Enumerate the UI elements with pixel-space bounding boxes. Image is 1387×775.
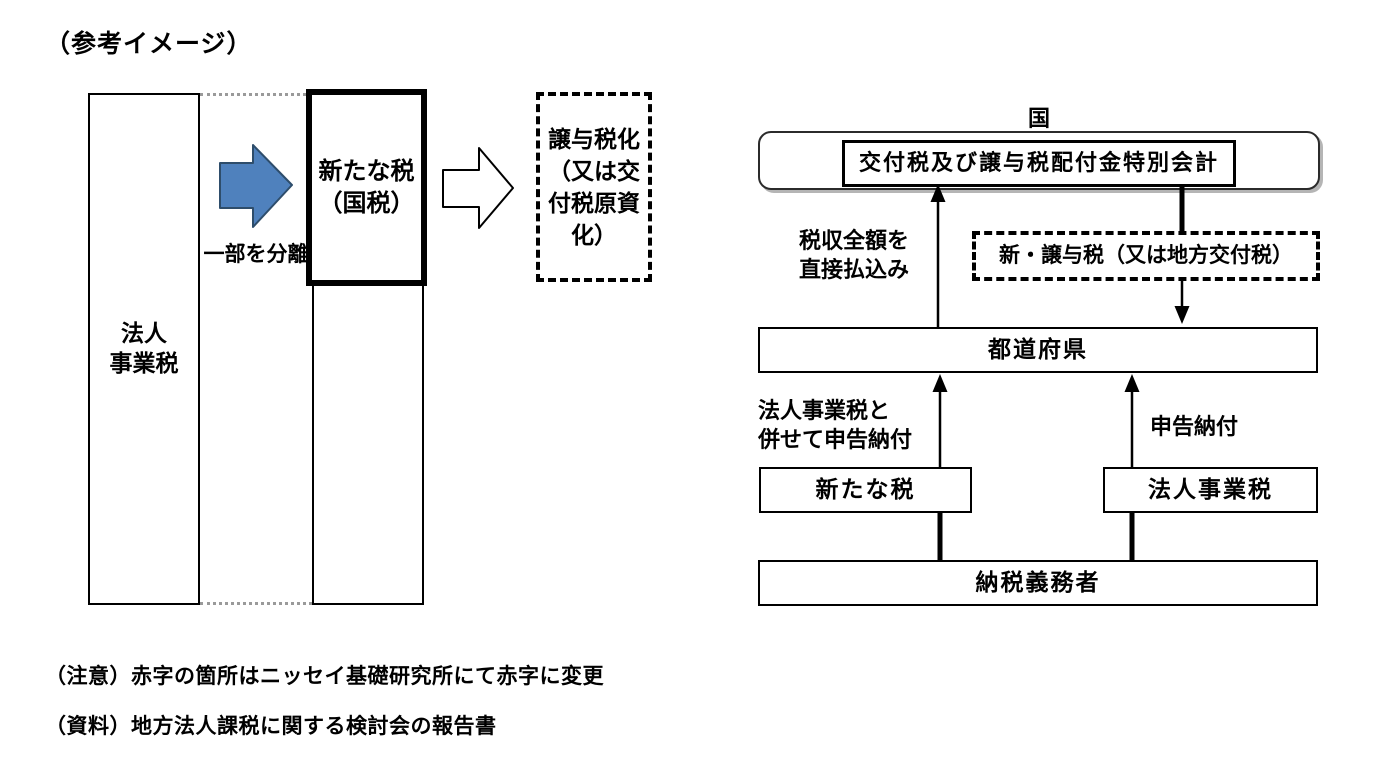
new-national-tax-box: 新たな税 （国税） (306, 89, 427, 286)
payment-label: 税収全額を 直接払込み (798, 228, 909, 283)
taxpayer-box: 納税義務者 (758, 560, 1318, 606)
national-label: 国 (1027, 106, 1050, 131)
prefecture-box: 都道府県 (758, 327, 1318, 373)
special-account-box: 交付税及び譲与税配付金特別会計 (842, 140, 1236, 187)
transfer-tax-dashed-label: 譲与税化 （又は交 付税原資 化） (548, 125, 640, 249)
note-caution: （注意）赤字の箇所はニッセイ基礎研究所にて赤字に変更 (45, 665, 604, 688)
business-tax-column-label: 法人 事業税 (109, 320, 179, 376)
business-tax-label: 法人事業税 (1148, 476, 1273, 503)
separated-portion-column (200, 93, 312, 605)
separation-label: 一部を分離 (203, 243, 309, 266)
new-tax-label: 新たな税 (815, 476, 916, 503)
new-tax-box: 新たな税 (759, 467, 972, 513)
page-title: （参考イメージ） (45, 30, 253, 58)
taxpayer-label: 納税義務者 (975, 569, 1101, 596)
transfer-tax-dashed-box: 譲与税化 （又は交 付税原資 化） (536, 92, 652, 282)
business-tax-box: 法人事業税 (1103, 467, 1318, 513)
left-diagram: 法人 事業税 新たな税 （国税） 一部を分離 譲与税化 （又は交 付税原資 化） (0, 0, 700, 650)
flow-diagram: 国 交付税及び譲与税配付金特別会計 税収全額を 直接払込み 新・譲与税（又は地方… (700, 0, 1387, 650)
new-transfer-tax-dashed-box: 新・譲与税（又は地方交付税） (972, 231, 1320, 281)
new-transfer-tax-label: 新・譲与税（又は地方交付税） (999, 244, 1293, 268)
combined-filing-label: 法人事業税と 併せて申告納付 (758, 398, 913, 453)
filing-label: 申告納付 (1150, 414, 1239, 439)
business-tax-column: 法人 事業税 (88, 93, 200, 605)
prefecture-label: 都道府県 (988, 336, 1088, 363)
note-source: （資料）地方法人課税に関する検討会の報告書 (45, 715, 497, 738)
new-national-tax-label: 新たな税 （国税） (318, 158, 415, 217)
special-account-label: 交付税及び譲与税配付金特別会計 (858, 150, 1219, 176)
